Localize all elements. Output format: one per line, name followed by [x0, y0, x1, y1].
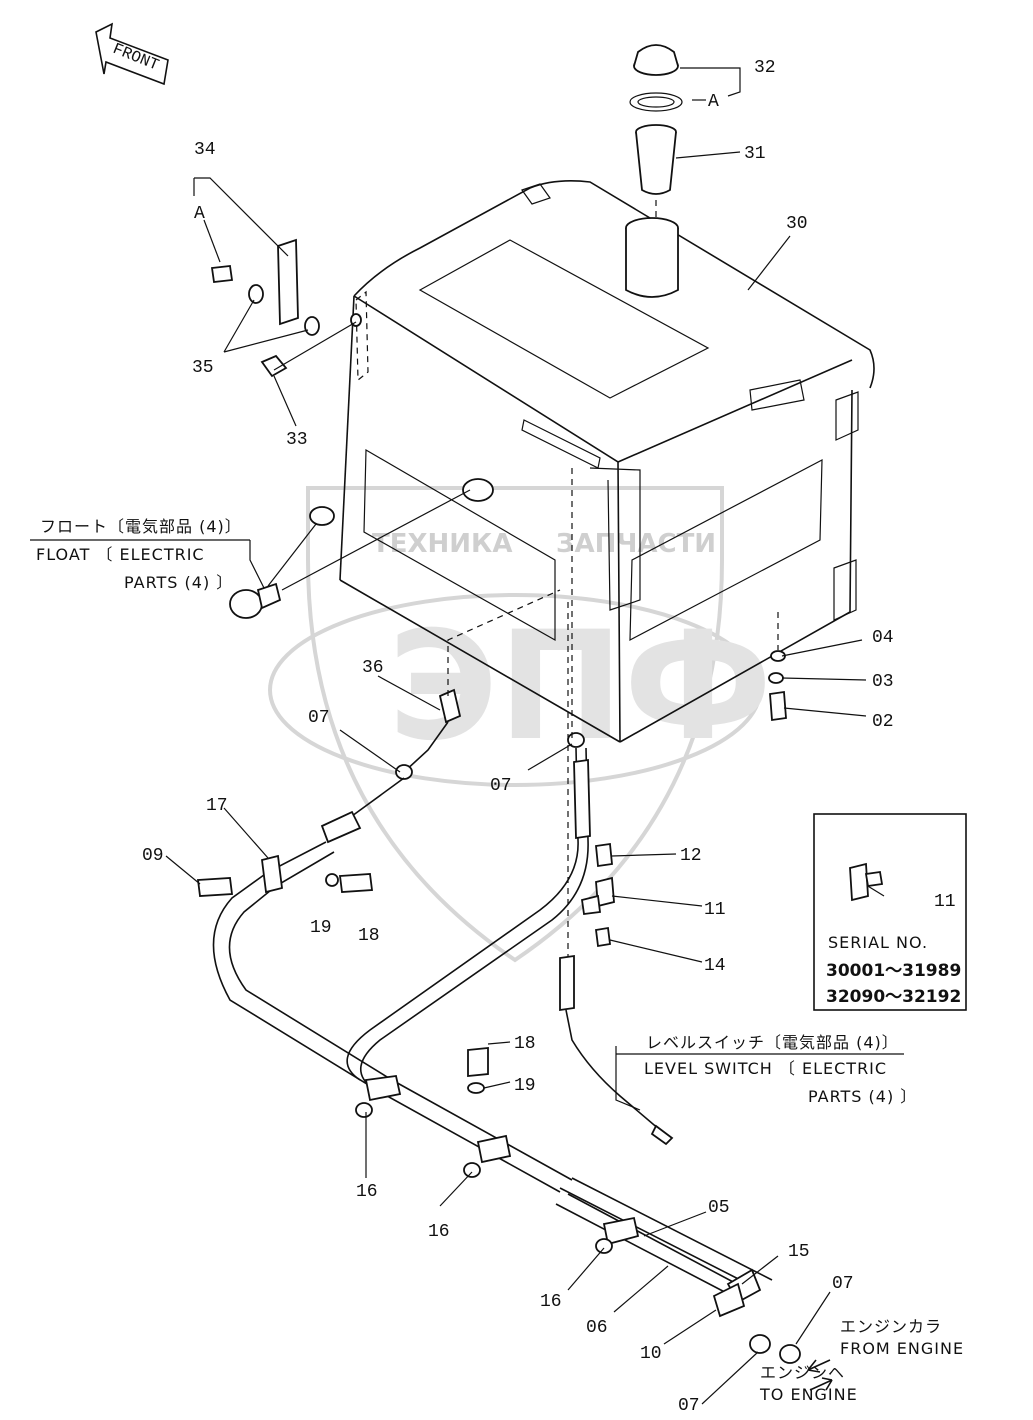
callout-17: 17 [206, 796, 228, 816]
callout-31: 31 [744, 144, 766, 164]
level-note-en-2: PARTS (4) 〕 [808, 1087, 917, 1106]
callout-12: 12 [680, 846, 702, 866]
inset-range-2: 32090～32192 [826, 987, 961, 1007]
from-engine-en: FROM ENGINE [840, 1339, 964, 1358]
callout-07-a: 07 [308, 708, 330, 728]
callout-19-a: 19 [310, 918, 332, 938]
serial-inset: 11 SERIAL NO. 30001～31989 32090～32192 [813, 813, 967, 1011]
from-engine-jp: エンジンカラ [840, 1317, 942, 1336]
callout-15: 15 [788, 1242, 810, 1262]
callout-35: 35 [192, 358, 214, 378]
callout-30: 30 [786, 214, 808, 234]
level-note-jp: レベルスイッチ〔電気部品 (4)〕 [646, 1033, 899, 1052]
front-arrow: FRONT [95, 22, 169, 86]
inset-range-1: 30001～31989 [826, 961, 961, 981]
level-switch-note: レベルスイッチ〔電気部品 (4)〕 LEVEL SWITCH 〔 ELECTRI… [644, 1033, 917, 1106]
watermark-right-text: ЗАПЧАСТИ [556, 529, 716, 559]
engine-notes: エンジンカラ FROM ENGINE エンジンヘ TO ENGINE [759, 1317, 964, 1404]
callout-10: 10 [640, 1344, 662, 1364]
callout-07-d: 07 [678, 1396, 700, 1416]
float-note: フロート〔電気部品 (4)〕 FLOAT 〔 ELECTRIC PARTS (4… [36, 517, 242, 592]
callout-18-a: 18 [358, 926, 380, 946]
to-engine-en: TO ENGINE [759, 1385, 858, 1404]
hose-routing [196, 468, 833, 1391]
callout-A-left: A [194, 204, 205, 224]
leader-lines [30, 67, 904, 1405]
float-note-en-2: PARTS (4) 〕 [124, 573, 233, 592]
callout-36: 36 [362, 658, 384, 678]
callout-14: 14 [704, 956, 726, 976]
callout-06: 06 [586, 1318, 608, 1338]
to-engine-jp: エンジンヘ [760, 1363, 845, 1382]
callout-05: 05 [708, 1198, 730, 1218]
front-label: FRONT [110, 40, 161, 75]
callout-34: 34 [194, 140, 216, 160]
inset-frame [813, 813, 967, 1011]
callouts: 32 A 31 30 34 A 35 33 36 07 07 04 03 02 … [142, 58, 894, 1416]
callout-16-a: 16 [356, 1182, 378, 1202]
callout-02: 02 [872, 712, 894, 732]
float-note-jp: フロート〔電気部品 (4)〕 [40, 517, 242, 536]
float-note-en-1: FLOAT 〔 ELECTRIC [36, 545, 205, 564]
callout-07-b: 07 [490, 776, 512, 796]
float-part [229, 489, 471, 619]
watermark-logo: ЭПФ [388, 600, 772, 774]
callout-33: 33 [286, 430, 308, 450]
callout-16-c: 16 [540, 1292, 562, 1312]
callout-A-top: A [708, 92, 719, 112]
watermark-left-text: ТЕХНИКА [372, 529, 512, 559]
callout-09: 09 [142, 846, 164, 866]
inset-title: SERIAL NO. [828, 933, 928, 952]
inset-callout-11: 11 [934, 892, 956, 912]
callout-19-b: 19 [514, 1076, 536, 1096]
level-note-en-1: LEVEL SWITCH 〔 ELECTRIC [644, 1059, 887, 1078]
callout-32: 32 [754, 58, 776, 78]
bracket-parts [210, 238, 362, 378]
hydraulic-tank [339, 180, 875, 743]
callout-18-b: 18 [514, 1034, 536, 1054]
callout-16-b: 16 [428, 1222, 450, 1242]
callout-11: 11 [704, 900, 726, 920]
callout-07-c: 07 [832, 1274, 854, 1294]
cap-assembly [629, 44, 683, 222]
callout-03: 03 [872, 672, 894, 692]
callout-04: 04 [872, 628, 894, 648]
